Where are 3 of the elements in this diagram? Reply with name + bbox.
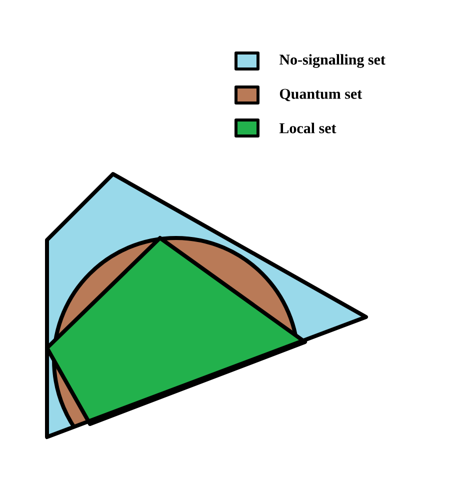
legend-text: No-signalling set (279, 54, 386, 68)
legend-text: Quantum set (280, 88, 362, 102)
legend-text: Local set (279, 122, 336, 134)
